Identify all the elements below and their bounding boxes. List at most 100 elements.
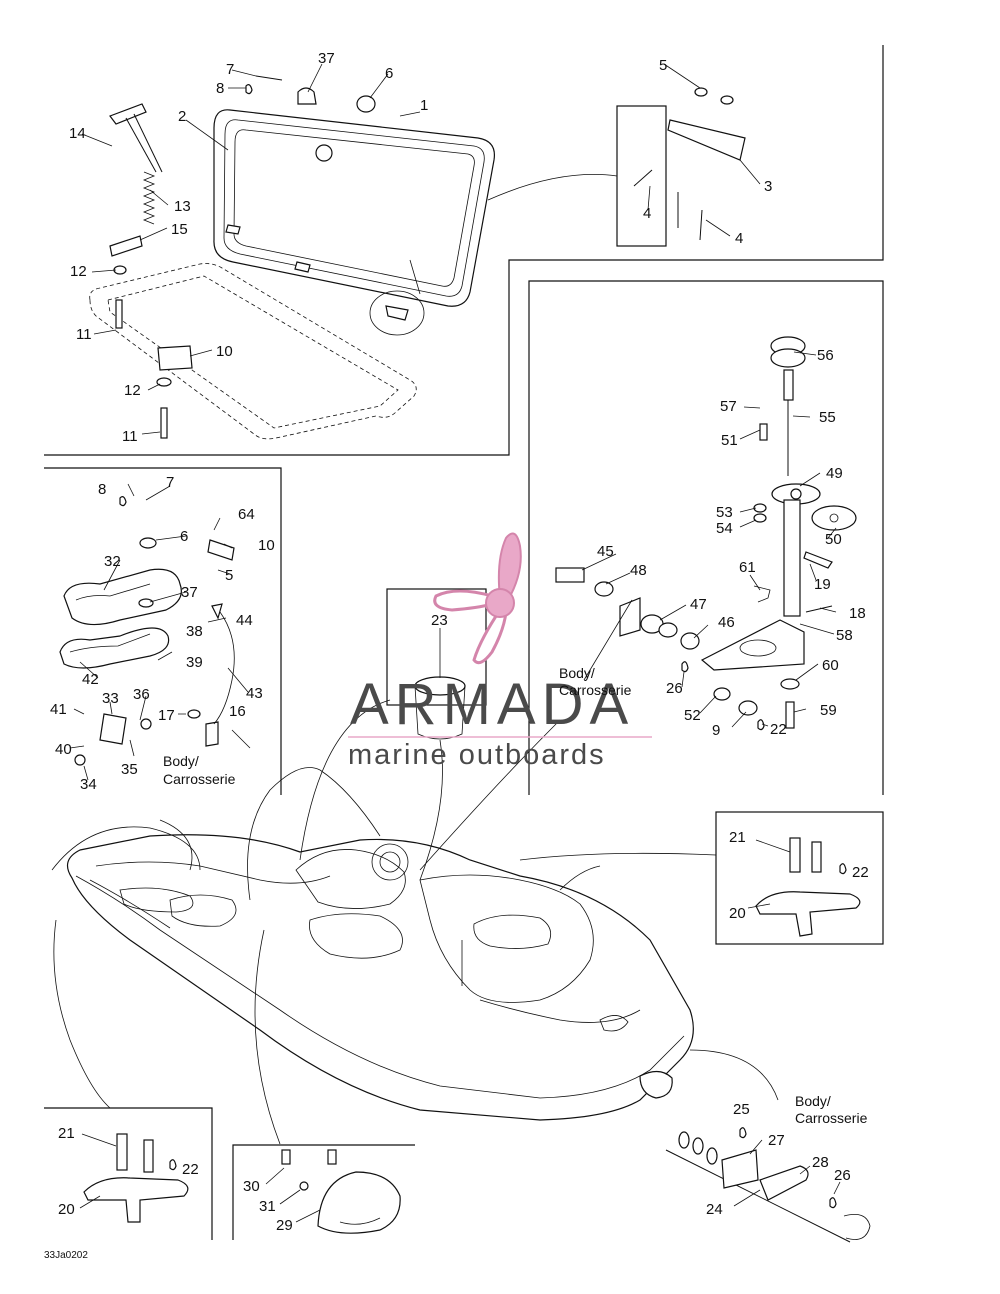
armada-logo: ARMADA marine outboards: [348, 532, 652, 771]
body-note-left: Carrosserie: [163, 771, 236, 787]
label-41: 41: [50, 701, 67, 718]
label-10: 10: [216, 343, 233, 360]
label-53: 53: [716, 504, 733, 521]
label-40: 40: [55, 741, 72, 758]
label-42: 42: [82, 671, 99, 688]
label-35: 35: [121, 761, 138, 778]
label-7: 7: [166, 474, 174, 491]
label-44: 44: [236, 612, 253, 629]
panel-frames: [44, 45, 884, 1240]
label-21: 21: [58, 1125, 75, 1142]
label-12: 12: [70, 263, 87, 280]
label-64: 64: [238, 506, 255, 523]
label-28: 28: [812, 1154, 829, 1171]
cleat-left: [79, 1133, 189, 1223]
nav-light: [265, 1149, 401, 1234]
label-20: 20: [729, 905, 746, 922]
label-22: 22: [770, 721, 787, 738]
label-56: 56: [817, 347, 834, 364]
label-21: 21: [729, 829, 746, 846]
label-34: 34: [80, 776, 97, 793]
label-60: 60: [822, 657, 839, 674]
label-36: 36: [133, 686, 150, 703]
label-14: 14: [69, 125, 86, 142]
label-24: 24: [706, 1201, 723, 1218]
part-labels: 1 2 3 4 4 5 6 7 8 37 10 11 11 12 12 13 1…: [44, 50, 869, 1261]
label-2: 2: [178, 108, 186, 125]
label-3: 3: [764, 178, 772, 195]
storage-hatch-assembly: [81, 63, 761, 440]
body-note-bottom-right: Carrosserie: [795, 1110, 868, 1126]
steering-column-assembly: [555, 336, 857, 731]
label-45: 45: [597, 543, 614, 560]
body-note-left: Body/: [163, 753, 199, 769]
label-22: 22: [182, 1161, 199, 1178]
label-54: 54: [716, 520, 733, 537]
label-27: 27: [768, 1132, 785, 1149]
label-4: 4: [735, 230, 743, 247]
label-26: 26: [666, 680, 683, 697]
label-37: 37: [181, 584, 198, 601]
hatch-cover: [213, 109, 496, 307]
label-29: 29: [276, 1217, 293, 1234]
label-50: 50: [825, 531, 842, 548]
label-15: 15: [171, 221, 188, 238]
label-49: 49: [826, 465, 843, 482]
tagline-text: marine outboards: [348, 739, 606, 771]
label-22: 22: [852, 864, 869, 881]
boat-hull: [51, 699, 779, 1145]
towing-eye-assembly: [665, 1127, 871, 1243]
label-32: 32: [104, 553, 121, 570]
label-12: 12: [124, 382, 141, 399]
label-55: 55: [819, 409, 836, 426]
label-7: 7: [226, 61, 234, 78]
label-59: 59: [820, 702, 837, 719]
label-43: 43: [246, 685, 263, 702]
propeller-icon: [433, 532, 522, 665]
label-10: 10: [258, 537, 275, 554]
label-51: 51: [721, 432, 738, 449]
seat-assembly: [59, 483, 251, 781]
diagram-code: 33Ja0202: [44, 1250, 88, 1261]
label-8: 8: [216, 80, 224, 97]
label-9: 9: [712, 722, 720, 739]
label-33: 33: [102, 690, 119, 707]
label-4: 4: [643, 205, 651, 222]
body-note-center: Body/: [559, 665, 595, 681]
label-25: 25: [733, 1101, 750, 1118]
label-16: 16: [229, 703, 246, 720]
label-23: 23: [431, 612, 448, 629]
label-18: 18: [849, 605, 866, 622]
seat-cover: [63, 568, 182, 626]
label-58: 58: [836, 627, 853, 644]
cup-holder-box: [414, 628, 466, 740]
label-52: 52: [684, 707, 701, 724]
seat-foam: [59, 627, 170, 669]
label-13: 13: [174, 198, 191, 215]
label-6: 6: [180, 528, 188, 545]
label-38: 38: [186, 623, 203, 640]
label-1: 1: [420, 97, 428, 114]
label-6: 6: [385, 65, 393, 82]
brand-text: ARMADA: [350, 672, 634, 737]
body-note-center: Carrosserie: [559, 682, 632, 698]
label-39: 39: [186, 654, 203, 671]
label-57: 57: [720, 398, 737, 415]
label-37: 37: [318, 50, 335, 67]
label-26: 26: [834, 1167, 851, 1184]
label-30: 30: [243, 1178, 260, 1195]
cleat-right: [747, 837, 861, 937]
label-11: 11: [76, 326, 92, 343]
label-11: 11: [122, 428, 138, 445]
label-17: 17: [158, 707, 175, 724]
label-46: 46: [718, 614, 735, 631]
label-19: 19: [814, 576, 831, 593]
label-5: 5: [225, 567, 233, 584]
label-5: 5: [659, 57, 667, 74]
label-8: 8: [98, 481, 106, 498]
label-20: 20: [58, 1201, 75, 1218]
hatch-opening: [89, 263, 417, 440]
label-31: 31: [259, 1198, 276, 1215]
label-47: 47: [690, 596, 707, 613]
